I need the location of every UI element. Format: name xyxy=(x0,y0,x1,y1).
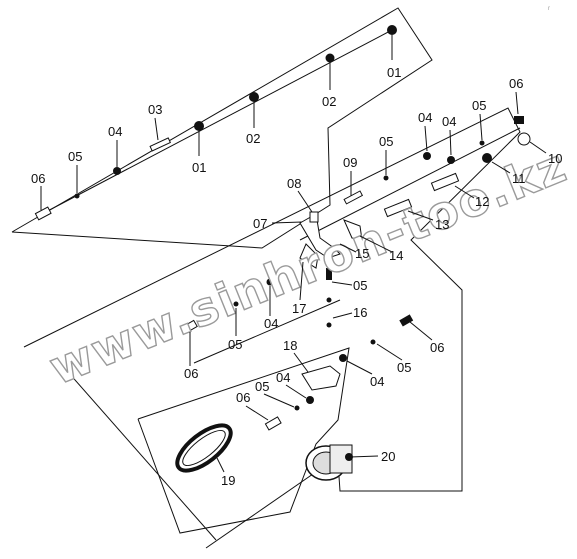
label-02b: 02 xyxy=(246,131,260,146)
upper-axle-parts xyxy=(34,25,397,221)
label-05e: 05 xyxy=(228,337,242,352)
lower-box-outline xyxy=(137,299,350,549)
label-01a: 01 xyxy=(387,65,401,80)
lower-parts xyxy=(175,365,379,481)
label-15: 15 xyxy=(355,246,369,261)
upper-right-parts xyxy=(343,116,531,218)
label-04f: 04 xyxy=(276,370,290,385)
label-05c: 05 xyxy=(379,134,393,149)
middle-bracket-parts xyxy=(182,211,414,362)
label-04d: 04 xyxy=(264,316,278,331)
label-06a: 06 xyxy=(31,171,45,186)
label-13: 13 xyxy=(435,217,449,232)
label-04a: 04 xyxy=(108,124,122,139)
label-12: 12 xyxy=(475,194,489,209)
label-04e: 04 xyxy=(370,374,384,389)
label-19: 19 xyxy=(221,473,235,488)
watermark: www.sinhron-too.kz xyxy=(42,138,575,395)
label-10: 10 xyxy=(548,151,562,166)
part-labels: 01 02 02 01 03 04 05 06 06 05 04 04 05 0… xyxy=(31,65,562,488)
label-02a: 02 xyxy=(322,94,336,109)
label-17: 17 xyxy=(292,301,306,316)
compressor xyxy=(305,444,379,481)
label-18: 18 xyxy=(283,338,297,353)
label-05b: 05 xyxy=(472,98,486,113)
label-09: 09 xyxy=(343,155,357,170)
label-20: 20 xyxy=(381,449,395,464)
label-06d: 06 xyxy=(430,340,444,355)
label-06b: 06 xyxy=(509,76,523,91)
label-06c: 06 xyxy=(184,366,198,381)
label-16: 16 xyxy=(353,305,367,320)
corner-mark: r xyxy=(548,6,550,12)
label-05d: 05 xyxy=(353,278,367,293)
leader-lines xyxy=(40,35,547,473)
label-08: 08 xyxy=(287,176,301,191)
label-05a: 05 xyxy=(68,149,82,164)
label-06e: 06 xyxy=(236,390,250,405)
label-05f: 05 xyxy=(397,360,411,375)
label-04b: 04 xyxy=(418,110,432,125)
label-04c: 04 xyxy=(442,114,456,129)
label-07: 07 xyxy=(253,216,267,231)
right-shaft-outline xyxy=(23,107,521,541)
label-01b: 01 xyxy=(192,160,206,175)
label-14: 14 xyxy=(389,248,403,263)
label-05g: 05 xyxy=(255,379,269,394)
label-03: 03 xyxy=(148,102,162,117)
label-11: 11 xyxy=(512,171,526,186)
